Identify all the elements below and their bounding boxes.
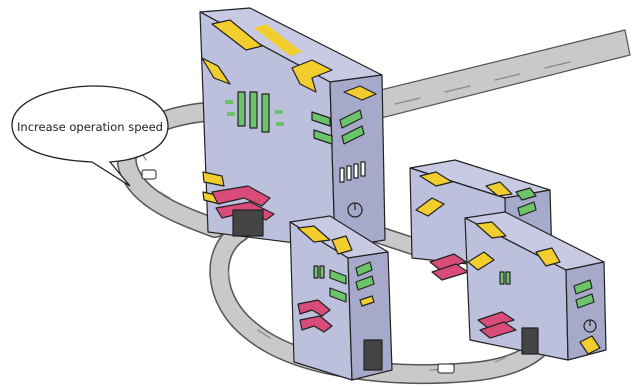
tall-server [200, 8, 385, 248]
highway-road [360, 30, 630, 122]
right-server-front [465, 212, 606, 360]
speech-bubble-text: Increase operation speed [17, 120, 163, 134]
